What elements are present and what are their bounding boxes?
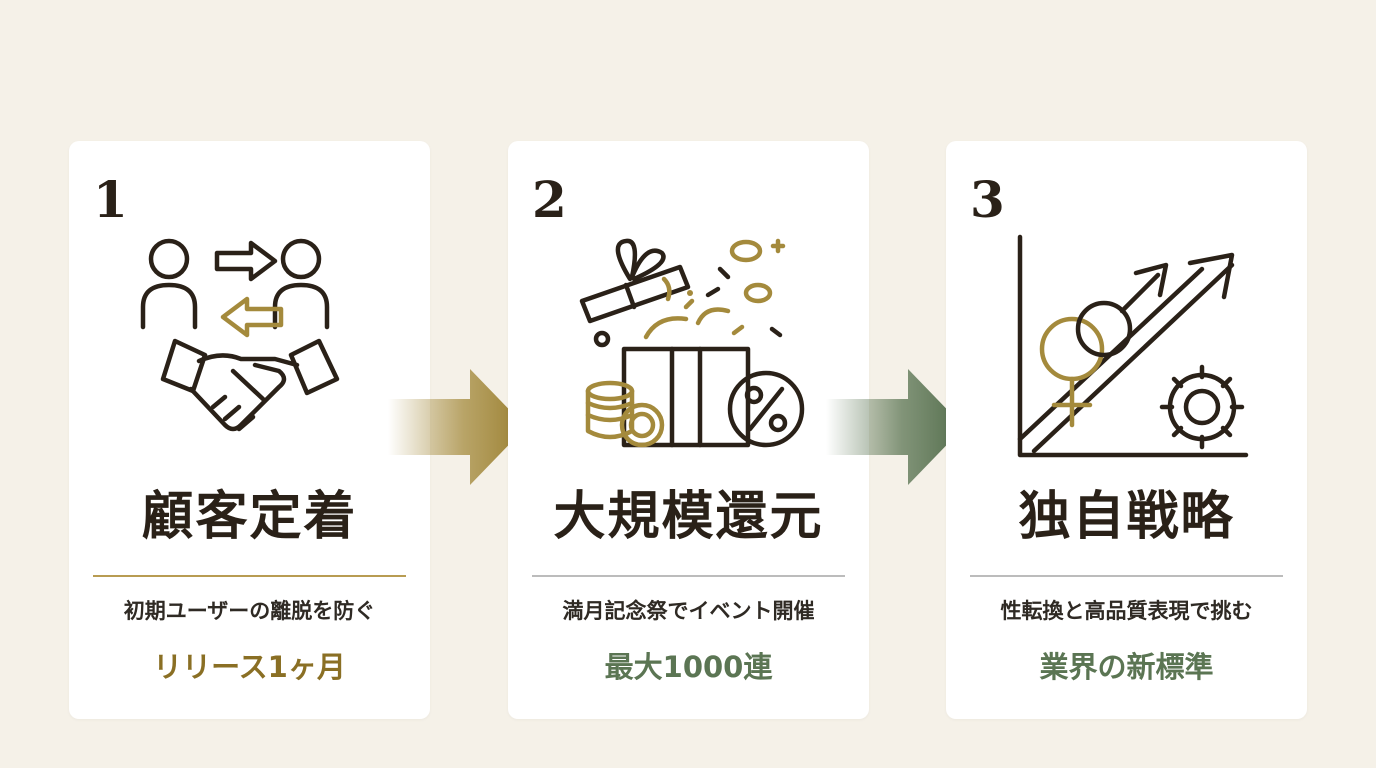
divider bbox=[532, 575, 845, 577]
step-number: 1 bbox=[93, 170, 128, 229]
step-highlight: 業界の新標準 bbox=[1039, 650, 1214, 684]
step-card-1: 1 顧客定着 初期ユーザーの離脱を防ぐ リリース1ヶ月 bbox=[69, 141, 430, 719]
step-description: 性転換と高品質表現で挑む bbox=[1000, 599, 1253, 623]
divider bbox=[93, 575, 406, 577]
arrow-right-icon bbox=[388, 369, 526, 485]
arrow-right-icon bbox=[826, 369, 964, 485]
step-card-3: 3 独自戦略 性転換と高品質表現で挑む 業界の新標準 bbox=[946, 141, 1307, 719]
step-description: 満月記念祭でイベント開催 bbox=[562, 599, 815, 623]
step-title: 顧客定着 bbox=[141, 486, 358, 547]
gift-box-coins-discount-icon bbox=[579, 238, 805, 448]
customer-exchange-handshake-icon bbox=[140, 238, 340, 432]
step-card-2: 2 大規模還元 bbox=[508, 141, 869, 719]
step-title: 独自戦略 bbox=[1018, 486, 1235, 547]
step-title: 大規模還元 bbox=[553, 486, 824, 547]
step-number: 2 bbox=[532, 170, 567, 229]
growth-chart-gender-gear-icon bbox=[1017, 234, 1249, 458]
step-highlight: リリース1ヶ月 bbox=[153, 650, 346, 684]
step-number: 3 bbox=[970, 170, 1005, 229]
step-highlight: 最大1000連 bbox=[604, 650, 773, 684]
divider bbox=[970, 575, 1283, 577]
step-description: 初期ユーザーの離脱を防ぐ bbox=[123, 599, 376, 623]
